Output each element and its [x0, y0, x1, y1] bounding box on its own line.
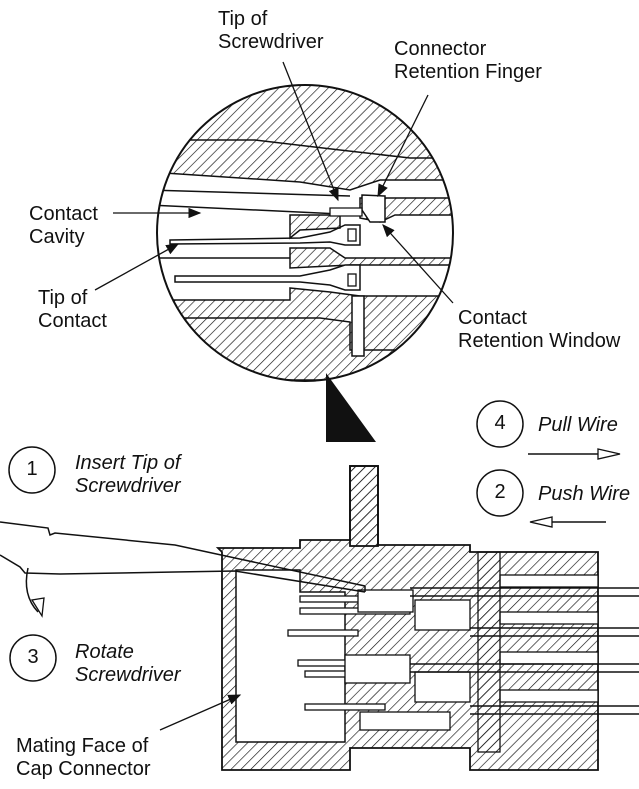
step-2-number: 2 [494, 481, 506, 503]
retention-finger-line-1: Connector [394, 38, 487, 60]
step-2-text: Push Wire [538, 483, 631, 505]
label-contact-cavity: Contact Cavity [29, 203, 98, 249]
retention-window-line-1: Contact [458, 307, 527, 329]
step-4-circle [476, 400, 524, 448]
step-1-line-2: Screwdriver [75, 475, 181, 497]
rotate-arrowhead [30, 597, 45, 618]
contact-cavity-line-2: Cavity [29, 226, 85, 248]
magnify-pointer [326, 373, 376, 442]
label-tip-of-screwdriver: Tip of Screwdriver [218, 8, 324, 54]
tip-contact-line-1: Tip of [38, 287, 88, 309]
mating-face-leader [159, 694, 242, 731]
retention-window-line-2: Retention Window [458, 330, 621, 352]
label-contact-retention-window: Contact Retention Window [458, 307, 620, 353]
label-tip-of-contact: Tip of Contact [38, 287, 107, 333]
screwdriver [0, 521, 366, 593]
label-mating-face: Mating Face of Cap Connector [16, 735, 151, 781]
step-3-line-2: Screwdriver [75, 664, 181, 686]
push-wire-arrow [529, 516, 606, 528]
connector-section [215, 465, 639, 771]
mating-face-line-1: Mating Face of [16, 735, 149, 757]
retention-finger-line-2: Retention Finger [394, 61, 542, 83]
step-1-number: 1 [26, 458, 38, 480]
tip-screwdriver-line-2: Screwdriver [218, 31, 324, 53]
leader-lines [94, 61, 454, 304]
step-4-text: Pull Wire [538, 414, 618, 436]
step-2-circle [476, 469, 524, 517]
step-1-line-1: Insert Tip of [75, 452, 181, 474]
step-4-number: 4 [494, 412, 506, 434]
magnified-detail [156, 84, 454, 382]
step-3-circle [9, 634, 57, 682]
pull-wire-arrow [528, 448, 621, 460]
tip-screwdriver-line-1: Tip of [218, 8, 268, 30]
step-3-text: Rotate Screwdriver [75, 641, 181, 687]
label-connector-retention-finger: Connector Retention Finger [394, 38, 542, 84]
step-1-circle [8, 446, 56, 494]
contact-cavity-line-1: Contact [29, 203, 98, 225]
step-1-text: Insert Tip of Screwdriver [75, 452, 181, 498]
step-3-number: 3 [27, 646, 39, 668]
tip-contact-line-2: Contact [38, 310, 107, 332]
mating-face-line-2: Cap Connector [16, 758, 151, 780]
rotate-arrow [25, 567, 39, 613]
step-3-line-1: Rotate [75, 641, 134, 663]
